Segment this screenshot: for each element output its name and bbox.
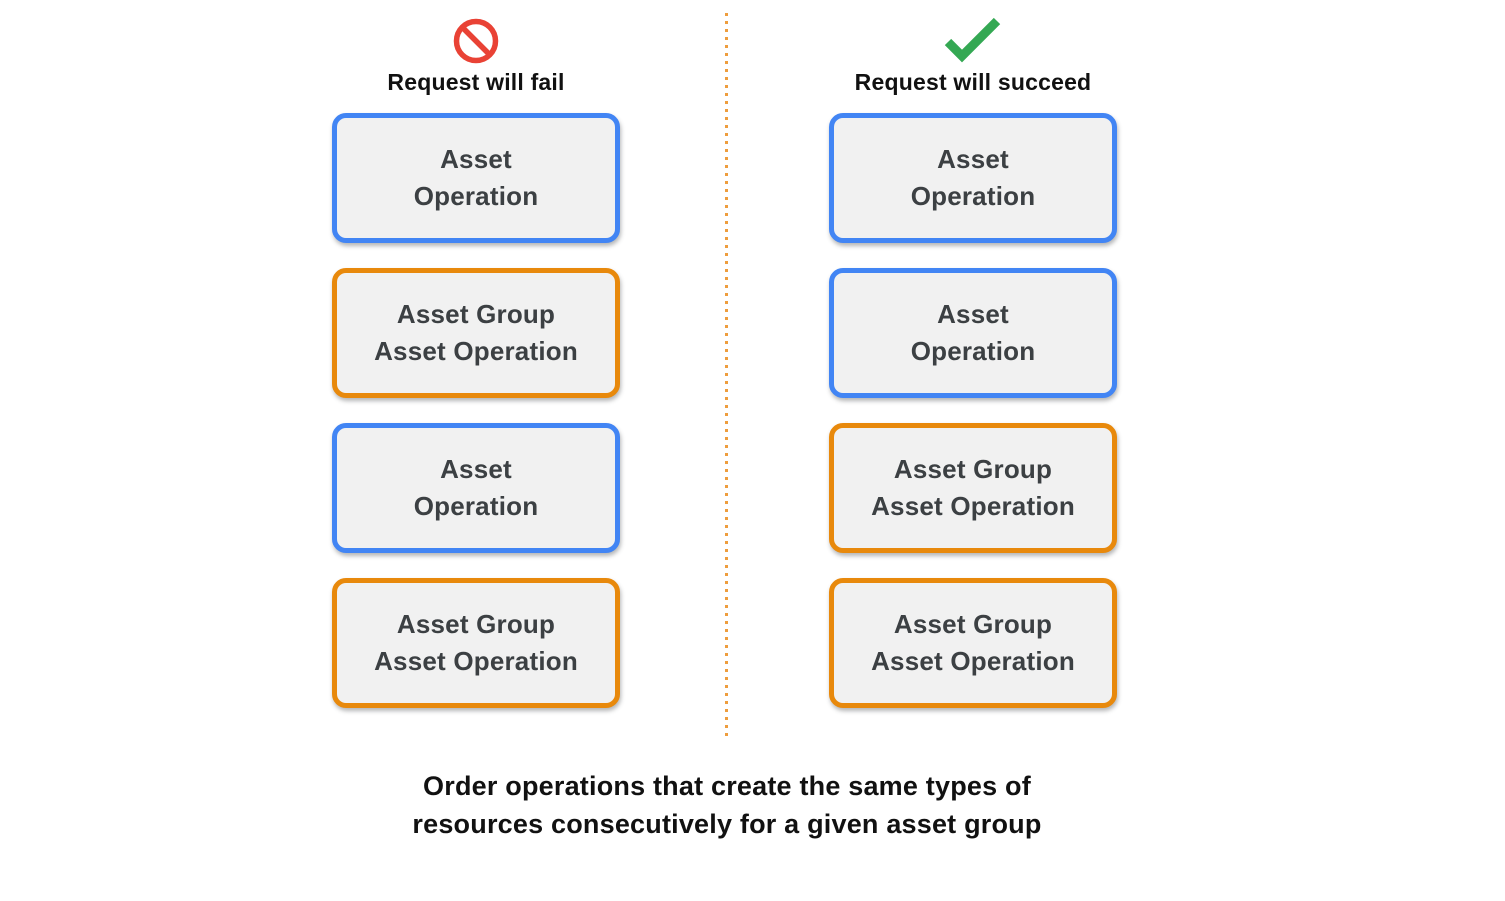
asset-operation-box: Asset Operation xyxy=(332,113,620,243)
asset-operation-box: Asset Operation xyxy=(829,113,1117,243)
asset-operation-box: Asset Operation xyxy=(829,268,1117,398)
succeed-boxes: Asset Operation Asset Operation Asset Gr… xyxy=(829,113,1117,708)
fail-icon-slot xyxy=(453,14,499,64)
box-label: Asset Operation xyxy=(413,454,539,521)
succeed-icon-slot xyxy=(942,14,1004,64)
box-label: Asset Group Asset Operation xyxy=(871,454,1075,521)
dotted-divider xyxy=(725,13,728,738)
box-label: Asset Group Asset Operation xyxy=(871,609,1075,676)
box-label: Asset Operation xyxy=(413,144,539,211)
fail-column-title: Request will fail xyxy=(387,69,565,95)
succeed-column: Request will succeed Asset Operation Ass… xyxy=(828,14,1118,708)
diagram-caption: Order operations that create the same ty… xyxy=(412,771,1042,839)
succeed-column-title: Request will succeed xyxy=(854,69,1092,95)
asset-group-asset-operation-box: Asset Group Asset Operation xyxy=(332,578,620,708)
asset-group-asset-operation-box: Asset Group Asset Operation xyxy=(829,423,1117,553)
asset-group-asset-operation-box: Asset Group Asset Operation xyxy=(829,578,1117,708)
prohibited-icon xyxy=(453,18,499,64)
asset-operation-box: Asset Operation xyxy=(332,423,620,553)
checkmark-icon xyxy=(944,17,1001,63)
fail-boxes: Asset Operation Asset Group Asset Operat… xyxy=(332,113,620,708)
box-label: Asset Operation xyxy=(910,144,1036,211)
fail-column: Request will fail Asset Operation Asset … xyxy=(331,14,621,708)
box-label: Asset Group Asset Operation xyxy=(374,299,578,366)
box-label: Asset Group Asset Operation xyxy=(374,609,578,676)
box-label: Asset Operation xyxy=(910,299,1036,366)
asset-group-asset-operation-box: Asset Group Asset Operation xyxy=(332,268,620,398)
